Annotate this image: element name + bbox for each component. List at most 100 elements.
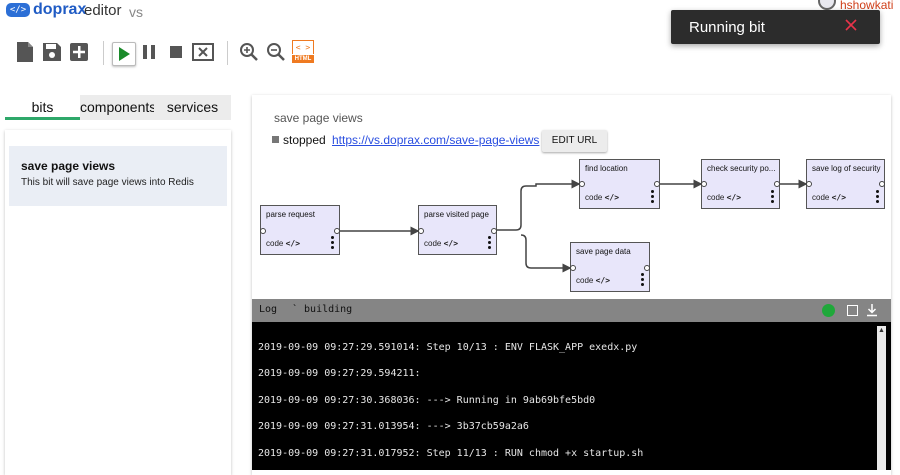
log-line: 2019-09-09 09:27:31.017952: Step 11/13 :… <box>258 448 644 459</box>
code-icon: </> <box>604 193 620 202</box>
code-icon: </> <box>831 193 847 202</box>
more-vert-icon[interactable] <box>641 273 644 286</box>
brand-name: doprax <box>33 1 87 18</box>
output-port[interactable] <box>654 181 660 187</box>
more-vert-icon[interactable] <box>876 190 879 203</box>
code-icon: </> <box>443 239 459 248</box>
node-code-link[interactable]: code </> <box>585 193 620 202</box>
input-port[interactable] <box>701 181 707 187</box>
tab-components[interactable]: components <box>80 95 156 120</box>
scroll-up-icon[interactable]: ▲ <box>878 327 885 334</box>
flow-node-parse-request[interactable]: parse request code </> <box>260 205 340 255</box>
flow-node-check-security-policy[interactable]: check security po... code </> <box>701 159 780 209</box>
node-code-link[interactable]: code </> <box>707 193 742 202</box>
input-port[interactable] <box>570 265 576 271</box>
more-vert-icon[interactable] <box>488 236 491 249</box>
node-code-link[interactable]: code </> <box>576 276 611 285</box>
bit-list-item[interactable]: save page views This bit will save page … <box>9 146 227 206</box>
zoom-in-button[interactable] <box>237 40 261 64</box>
toast-notification: Running bit <box>671 10 880 44</box>
node-code-link[interactable]: code </> <box>266 239 301 248</box>
output-port[interactable] <box>334 228 340 234</box>
log-line: 2019-09-09 09:27:29.594211: <box>258 368 421 379</box>
user-avatar[interactable] <box>818 0 836 10</box>
close-button[interactable] <box>191 40 215 64</box>
output-port[interactable] <box>879 181 885 187</box>
add-icon <box>70 43 88 61</box>
stop-icon <box>170 46 182 58</box>
log-header: Log ` building <box>252 299 891 322</box>
code-icon: </> <box>595 276 611 285</box>
save-button[interactable] <box>40 40 64 64</box>
input-port[interactable] <box>579 181 585 187</box>
bit-name-heading: save page views <box>274 111 363 125</box>
status-indicator <box>272 136 279 143</box>
node-title: check security po... <box>707 164 776 173</box>
flow-node-save-page-data[interactable]: save page data code </> <box>570 242 650 292</box>
input-port[interactable] <box>260 228 266 234</box>
toolbar-divider <box>227 41 228 65</box>
output-port[interactable] <box>774 181 780 187</box>
pause-button[interactable] <box>137 40 161 64</box>
project-label: vs <box>129 4 143 20</box>
tab-bits[interactable]: bits <box>5 95 80 120</box>
toast-message: Running bit <box>689 19 765 36</box>
doprax-logo-icon: </> <box>6 3 30 17</box>
zoom-in-icon <box>240 43 258 61</box>
output-port[interactable] <box>491 228 497 234</box>
stop-button[interactable] <box>164 40 188 64</box>
log-line: 2019-09-09 09:27:31.013954: ---> 3b37cb5… <box>258 421 529 432</box>
save-icon <box>43 43 61 61</box>
flow-node-parse-visited-page[interactable]: parse visited page code </> <box>418 205 497 255</box>
html-export-button[interactable]: < > HTML <box>292 40 314 64</box>
node-code-link[interactable]: code </> <box>424 239 459 248</box>
more-vert-icon[interactable] <box>771 190 774 203</box>
close-icon[interactable] <box>844 18 858 32</box>
input-port[interactable] <box>418 228 424 234</box>
flow-node-find-location[interactable]: find location code </> <box>579 159 660 209</box>
log-label: Log <box>259 304 278 315</box>
tab-services[interactable]: services <box>154 95 231 120</box>
close-box-icon <box>192 43 214 61</box>
toolbar-divider <box>103 41 104 65</box>
node-title: parse request <box>266 210 315 219</box>
expand-log-icon[interactable] <box>847 305 858 316</box>
bit-description: This bit will save page views into Redis <box>21 177 194 188</box>
username-link[interactable]: hshowkati <box>840 0 894 12</box>
edit-url-button[interactable]: EDIT URL <box>542 130 607 152</box>
zoom-out-icon <box>267 43 285 61</box>
new-file-button[interactable] <box>13 40 37 64</box>
status-text: stopped <box>283 133 326 147</box>
bit-title: save page views <box>21 159 116 173</box>
bits-panel: save page views This bit will save page … <box>5 130 231 475</box>
flow-node-save-log-of-security[interactable]: save log of security code </> <box>806 159 885 209</box>
log-scrollbar[interactable]: ▲ <box>877 326 886 470</box>
running-indicator-icon <box>822 304 835 317</box>
node-title: save page data <box>576 247 631 256</box>
log-output: 2019-09-09 09:27:29.591014: Step 10/13 :… <box>252 322 891 470</box>
html-export-label: HTML <box>292 55 314 63</box>
code-icon: </> <box>726 193 742 202</box>
zoom-out-button[interactable] <box>264 40 288 64</box>
input-port[interactable] <box>806 181 812 187</box>
download-log-icon[interactable] <box>865 303 879 317</box>
run-button[interactable] <box>112 42 136 66</box>
log-line: 2019-09-09 09:27:30.368036: ---> Running… <box>258 395 596 406</box>
add-bit-button[interactable] <box>67 40 91 64</box>
node-title: find location <box>585 164 628 173</box>
play-icon <box>119 47 130 61</box>
build-status: ` building <box>292 304 353 315</box>
editor-label: editor <box>84 2 122 19</box>
more-vert-icon[interactable] <box>331 236 334 249</box>
code-icon: </> <box>285 239 301 248</box>
new-file-icon <box>17 42 33 62</box>
code-brackets-icon: < > <box>292 40 314 54</box>
node-title: save log of security <box>812 164 881 173</box>
log-line: 2019-09-09 09:27:29.591014: Step 10/13 :… <box>258 342 638 353</box>
more-vert-icon[interactable] <box>651 190 654 203</box>
bit-url-link[interactable]: https://vs.doprax.com/save-page-views <box>332 133 540 147</box>
node-code-link[interactable]: code </> <box>812 193 847 202</box>
pause-icon <box>143 45 155 59</box>
output-port[interactable] <box>644 265 650 271</box>
node-title: parse visited page <box>424 210 489 219</box>
